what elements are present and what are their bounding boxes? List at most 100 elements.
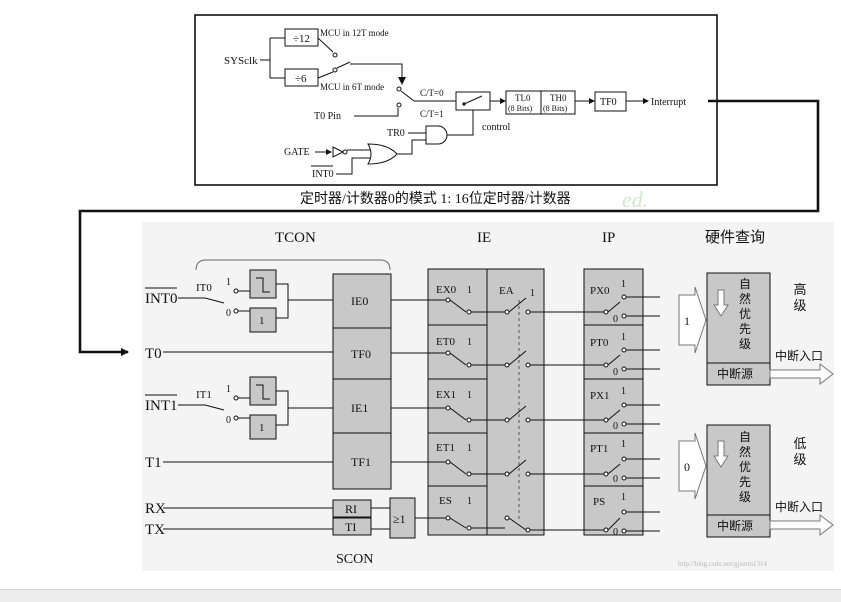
- it1-zero: 0: [226, 415, 231, 426]
- th0-register: [540, 90, 576, 115]
- flag-tf0: [332, 327, 392, 380]
- enable-switches: [428, 297, 584, 533]
- pt0-zero: 0: [613, 367, 618, 378]
- th0-bits-label: (8 Bits): [543, 104, 568, 113]
- or-gate-label: ≥1: [393, 512, 406, 526]
- ct1-label: C/T=1: [420, 109, 444, 119]
- ps-one: 1: [621, 492, 626, 503]
- et0-one: 1: [467, 337, 472, 348]
- divide-12-block: [284, 28, 319, 47]
- window-bottom-bar: [0, 589, 841, 602]
- input-tx: TX: [145, 522, 165, 538]
- ip-register: PX0 PT0 PX1 PT1 PS 1 0 1 0 1 0: [583, 268, 660, 538]
- level-trigger-box: [249, 414, 277, 440]
- ip-register-box: [583, 268, 644, 536]
- watermark-fragment: ed.: [622, 187, 648, 212]
- ip-header: IP: [602, 230, 615, 246]
- high-label: 高级: [793, 282, 806, 313]
- watermark-url: http://blog.csdn.net/gjsmm1314: [678, 560, 768, 568]
- px0-zero: 0: [613, 314, 618, 325]
- ea-one: 1: [530, 288, 535, 299]
- flag-tf1-label: TF1: [351, 455, 371, 469]
- control-switch-box: [455, 91, 491, 111]
- enable-ex0: EX0: [436, 284, 457, 296]
- low-vector-label: 中断源: [717, 518, 753, 533]
- tl0-bits-label: (8 Bits): [508, 104, 533, 113]
- high-vector-label: 中断源: [717, 366, 753, 381]
- enable-et0: ET0: [436, 336, 455, 348]
- it0-box-one: 1: [259, 315, 265, 327]
- input-int1: INT1: [145, 398, 178, 414]
- interrupt-system-diagram: TCON IE IP 硬件查询 INT0 T0 INT1 T1 RX TX IT…: [142, 222, 834, 571]
- high-arrow-value: 1: [684, 314, 690, 328]
- input-rx: RX: [145, 501, 166, 517]
- et1-one: 1: [467, 443, 472, 454]
- flag-ri-label: RI: [345, 502, 357, 516]
- flag-ie0-label: IE0: [351, 294, 368, 308]
- it0-one: 1: [226, 277, 231, 288]
- t0-pin-label: T0 Pin: [314, 111, 341, 122]
- tf0-label: TF0: [600, 97, 617, 108]
- scon-header: SCON: [336, 552, 373, 567]
- high-priority-query: 1 自然优先级 中断源 高级 中断入口: [678, 272, 834, 386]
- control-label: control: [482, 122, 511, 133]
- ie-register-box: [427, 268, 545, 536]
- int0-top-label: INT0: [312, 169, 334, 180]
- tl0-label: TL0: [515, 93, 531, 103]
- sysclk-label: SYSclk: [224, 55, 258, 67]
- timer0-mode1-diagram: SYSclk ÷12 ÷6 MCU in 12T mode MCU in 6T …: [178, 7, 731, 212]
- flag-tf1: [332, 432, 392, 490]
- high-input-arrow: [678, 286, 707, 354]
- tcon-flags: IE0 TF0 IE1 TF1: [332, 273, 392, 490]
- it1-one: 1: [226, 384, 231, 395]
- px1-one: 1: [621, 386, 626, 397]
- divide-12-label: ÷12: [293, 33, 310, 45]
- tr0-label: TR0: [387, 128, 405, 139]
- ex0-one: 1: [467, 285, 472, 296]
- pt0-one: 1: [621, 332, 626, 343]
- ie-header: IE: [477, 230, 491, 246]
- px0-one: 1: [621, 279, 626, 290]
- priority-ps: PS: [593, 496, 605, 508]
- connector-arrow: [78, 99, 820, 356]
- high-entry-label: 中断入口: [775, 348, 823, 363]
- px1-zero: 0: [613, 421, 618, 432]
- and-gate: [425, 125, 448, 145]
- or-gate-box: [389, 497, 416, 539]
- level-trigger-box: [249, 307, 277, 333]
- enable-et1: ET1: [436, 442, 455, 454]
- flag-tf0-label: TF0: [351, 347, 371, 361]
- enable-es: ES: [439, 495, 452, 507]
- low-label: 低级: [793, 436, 806, 467]
- flag-ti: [332, 517, 372, 536]
- hardware-query-header: 硬件查询: [705, 229, 765, 246]
- interrupt-label: Interrupt: [651, 97, 686, 108]
- th0-label: TH0: [550, 93, 567, 103]
- low-arrow-value: 0: [684, 460, 690, 474]
- mode-12t-label: MCU in 12T mode: [320, 28, 389, 38]
- down-arrow-icon: [713, 289, 729, 317]
- gate-label: GATE: [284, 147, 310, 158]
- ct-switch: [400, 90, 415, 102]
- it0-trigger-select: IT0 1 0 1: [196, 269, 333, 333]
- not-gate: [332, 146, 345, 158]
- pt1-one: 1: [621, 439, 626, 450]
- ps-zero: 0: [613, 527, 618, 538]
- ct0-label: C/T=0: [420, 88, 444, 98]
- ie-register: EA 1 EX0 1 ET0 1 EX1 1 ET1 1 ES 1: [427, 268, 584, 536]
- divide-6-label: ÷6: [295, 73, 307, 85]
- high-natural-priority: 自然优先级: [739, 277, 751, 351]
- priority-switches: 1 0 1 0 1 0 1 0 1: [584, 279, 660, 538]
- low-entry-label: 中断入口: [775, 499, 823, 514]
- ex1-one: 1: [467, 390, 472, 401]
- it1-trigger-select: IT1 1 0 1: [196, 376, 333, 440]
- pt1-zero: 0: [613, 474, 618, 485]
- timer-mode-caption: 定时器/计数器0的模式 1: 16位定时器/计数器: [300, 191, 571, 207]
- input-int0: INT0: [145, 291, 178, 307]
- input-t0: T0: [145, 346, 162, 362]
- flag-ti-label: TI: [345, 520, 356, 534]
- ea-label: EA: [499, 285, 514, 297]
- down-arrow-icon: [713, 440, 729, 468]
- priority-px1: PX1: [590, 390, 610, 402]
